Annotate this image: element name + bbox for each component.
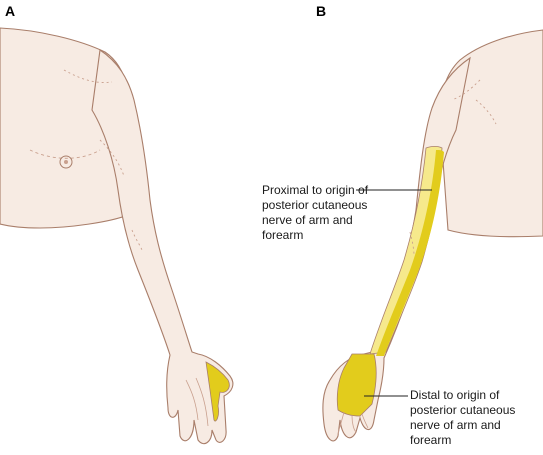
distal-line-2: posterior cutaneous xyxy=(410,403,516,417)
shoulder-line-b xyxy=(451,79,481,101)
armpit-line-a xyxy=(63,69,113,83)
panel-b-figure xyxy=(322,29,543,442)
finger-lines-a xyxy=(185,377,209,427)
distal-line-1: Distal to origin of xyxy=(410,388,500,402)
nipple-a xyxy=(59,155,73,169)
proximal-line-1: Proximal to origin of xyxy=(262,183,369,197)
nipple-center-a xyxy=(64,160,68,164)
pec-line-a xyxy=(29,149,101,159)
deltoid-line-a xyxy=(99,139,125,177)
thumb-region-a xyxy=(205,361,230,422)
proximal-line-4: forearm xyxy=(262,228,304,242)
distal-nerve-strip xyxy=(376,150,444,356)
proximal-callout: Proximal to origin of posterior cutaneou… xyxy=(262,183,368,243)
torso-b xyxy=(439,29,543,238)
finger-lines-b xyxy=(337,411,369,435)
distal-line-3: nerve of arm and xyxy=(410,418,501,432)
proximal-nerve-region xyxy=(369,146,443,355)
panel-a-figure xyxy=(0,27,234,445)
elbow-crease-a xyxy=(131,229,143,251)
distal-line-4: forearm xyxy=(410,433,452,447)
distal-hand-region xyxy=(336,353,377,417)
panel-label-b: B xyxy=(316,3,327,19)
proximal-line-3: nerve of arm and xyxy=(262,213,353,227)
distal-callout: Distal to origin of posterior cutaneous … xyxy=(410,388,515,448)
arm-a xyxy=(91,49,234,445)
panel-label-a: A xyxy=(5,3,16,19)
proximal-line-2: posterior cutaneous xyxy=(262,198,368,212)
